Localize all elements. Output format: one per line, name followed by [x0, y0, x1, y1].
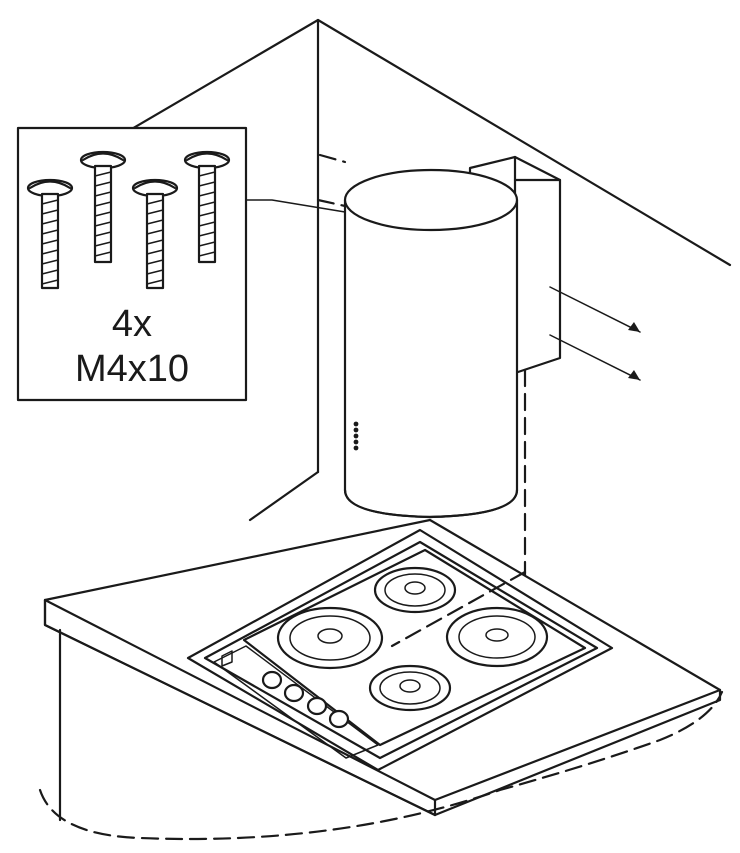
screw-icon: [183, 150, 231, 264]
screw-icon: [26, 178, 74, 290]
screw-arrows: [549, 286, 641, 381]
screw-quantity-label: 4x: [111, 303, 153, 345]
wall-corner: [128, 18, 732, 522]
cooktop: [186, 528, 614, 772]
cylindrical-hood: [343, 168, 519, 519]
screw-icon: [26, 150, 231, 290]
screw-icon: [131, 178, 179, 290]
screw-icon: [79, 150, 127, 264]
cabinet-cutaway-line: [38, 690, 724, 841]
screw-size-label: M4x10: [74, 348, 190, 390]
hood-projection-line: [390, 570, 527, 648]
callout-dashed-pointer: [316, 198, 347, 208]
callout-pointer: [244, 199, 346, 213]
mounting-guide-line: [318, 153, 347, 164]
